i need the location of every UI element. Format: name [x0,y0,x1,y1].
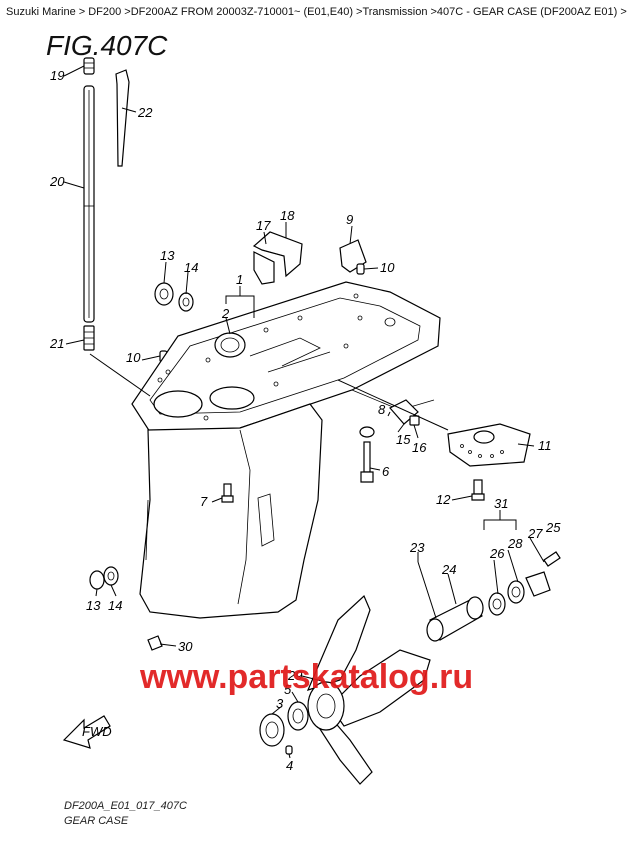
callout-15: 15 [396,432,411,447]
part-20-driveshaft [83,85,95,323]
callout-4: 4 [286,758,293,773]
callout-10-upper: 10 [380,260,395,275]
callout-1: 1 [236,272,243,287]
callout-14-lower: 14 [108,598,122,613]
part-7-bolt [221,483,234,503]
propeller [306,594,431,785]
callout-22: 22 [137,105,153,120]
part-11-anode [447,423,531,467]
part-21-fitting [83,325,95,351]
callout-24: 24 [441,562,456,577]
callout-6: 6 [382,464,390,479]
callout-3: 3 [276,696,284,711]
callout-10-lower: 10 [126,350,141,365]
gear-case-housing [131,281,441,619]
callout-12: 12 [436,492,451,507]
callout-13-lower: 13 [86,598,101,613]
callout-20: 20 [49,174,65,189]
callout-25: 25 [545,520,561,535]
fwd-arrow-icon: FWD [62,715,112,749]
part-6-bolt [359,426,375,483]
callout-18: 18 [280,208,295,223]
callout-23: 23 [409,540,425,555]
callout-30: 30 [178,639,193,654]
callout-9: 9 [346,212,353,227]
part-17-18-clip [252,231,303,285]
callout-13-upper: 13 [160,248,175,263]
callout-7: 7 [200,494,208,509]
callout-19: 19 [50,68,64,83]
callout-16: 16 [412,440,427,455]
fwd-label: FWD [82,724,112,739]
callout-21: 21 [49,336,64,351]
callout-26: 26 [489,546,505,561]
part-13-14-plug-upper [154,282,194,312]
part-3-5-thrust-set [259,701,309,755]
callout-8: 8 [378,402,386,417]
leader-lines [63,65,545,759]
figure-name: GEAR CASE [64,815,129,827]
watermark: www.partskatalog.ru [140,658,474,696]
part-22-tie [115,69,130,167]
callout-29: 29 [287,668,302,683]
breadcrumb[interactable]: Suzuki Marine > DF200 >DF200AZ FROM 2000… [6,6,627,18]
callout-31: 31 [494,496,508,511]
callout-17: 17 [256,218,271,233]
part-12-bolt [471,479,485,501]
callout-2: 2 [221,306,230,321]
callout-28: 28 [507,536,523,551]
callout-11: 11 [538,438,552,453]
part-8-block [389,399,420,426]
figure-title: FIG.407C [46,30,168,61]
callout-5: 5 [284,682,292,697]
callout-27: 27 [527,526,543,541]
part-13-14-plug-lower [89,566,119,590]
part-10-pin-a [356,263,365,275]
callout-14-upper: 14 [184,260,198,275]
part-24-bushing [426,596,484,642]
part-26-29-nut-set [488,551,561,616]
part-30-nut [147,635,163,651]
gear-case-exploded-diagram: FWD [49,57,561,785]
figure-code: DF200A_E01_017_407C [64,800,187,812]
callout-labels: 19 22 20 17 18 9 13 14 10 1 2 21 10 8 15… [49,68,561,773]
part-19-cap [83,57,95,75]
